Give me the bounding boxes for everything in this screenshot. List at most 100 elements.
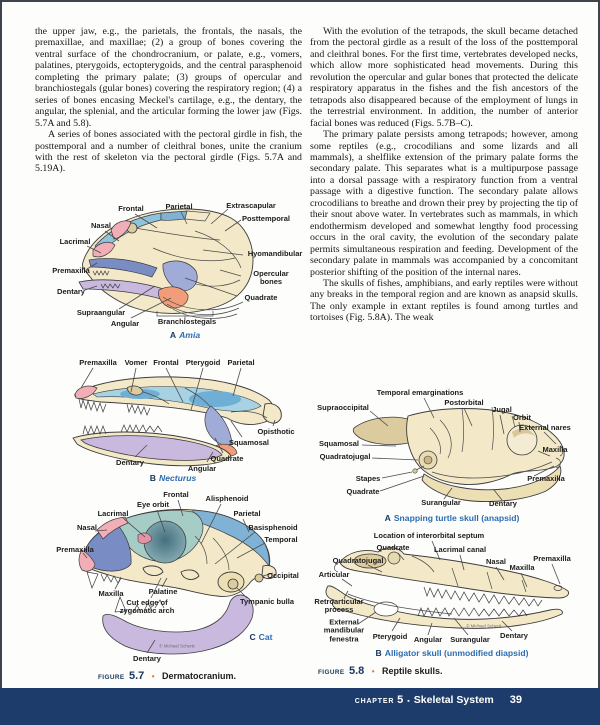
label-nasal: Nasal [485,556,507,566]
label-squamosal: Squamosal [318,438,360,448]
body-paragraph: A series of bones associated with the pe… [35,129,302,175]
amia-skull-drawing [78,208,254,320]
label-frontal: Frontal [163,489,189,499]
label-pterygoid: Pterygoid [372,631,408,641]
body-paragraph: the upper jaw, e.g., the parietals, the … [35,26,302,129]
label-dentary: Dentary [57,286,85,296]
label-quadratojugal: Quadratojugal [332,555,384,565]
label-interorbital-septum: Location of interorbital septum [373,530,485,540]
label-articular: Articular [318,569,350,579]
footer-separator-icon: ▪ [407,698,410,705]
cat-leader-lines [82,499,274,654]
label-quadrate: Quadrate [346,486,380,496]
illustrator-credit: © Michael Schenk [466,623,502,629]
label-lacrimal-canal: Lacrimal canal [433,544,487,554]
caption-bullet-icon: • [371,667,375,676]
figure-5-8-caption: FIGURE 5.8 • Reptile skulls. [318,665,443,677]
alligator-skull-drawing [325,540,569,636]
label-posttemporal: Posttemporal [242,213,290,223]
turtle-leader-lines [361,397,557,501]
label-nasal: Nasal [76,522,98,532]
footer-section-title: Skeletal System [413,694,494,706]
label-premaxilla: Premaxilla [52,265,90,275]
right-text-column: With the evolution of the tetrapods, the… [310,26,578,324]
label-lacrimal: Lacrimal [97,508,129,518]
label-parietal: Parietal [227,357,255,367]
label-supraoccipital: Supraoccipital [317,402,369,412]
label-premaxilla: Premaxilla [533,553,571,563]
label-maxilla: Maxilla [542,444,568,454]
label-angular: Angular [187,463,217,473]
label-orbit: Orbit [513,412,531,422]
label-nasal: Nasal [90,220,112,230]
label-dentary: Dentary [489,498,517,508]
label-parietal: Parietal [165,201,193,211]
label-alisphenoid: Alisphenoid [205,493,249,503]
body-paragraph: The primary palate persists among tetrap… [310,129,578,278]
cat-skull-drawing [78,499,277,655]
label-supraangular: Supraangular [76,307,126,317]
caption-bullet-icon: • [151,672,155,681]
label-opisthotic: Opisthotic [257,426,295,436]
label-quadrate: Quadrate [210,453,244,463]
footer-page-number: 39 [509,694,522,706]
figure-5-7-caption: FIGURE 5.7 • Dermatocranium. [98,670,237,682]
label-premaxilla: Premaxilla [56,544,94,554]
label-premaxilla: Premaxilla [527,473,565,483]
footer-bar: CHAPTER 5 ▪ Skeletal System 39 [0,688,600,725]
label-stapes: Stapes [355,473,381,483]
label-lacrimal: Lacrimal [59,236,91,246]
page-edge-left [0,0,2,725]
footer-chapter-number: 5 [397,694,404,706]
necturus-leader-lines [80,367,276,463]
label-parietal: Parietal [233,508,261,518]
footer-chapter-word: CHAPTER [354,698,395,705]
label-quadrate: Quadrate [244,292,278,302]
left-text-column: the upper jaw, e.g., the parietals, the … [35,26,302,175]
label-surangular: Surangular [450,634,490,644]
label-quadratojugal: Quadratojugal [319,451,371,461]
label-branchiostegals: Branchiostegals [157,316,217,326]
label-dentary: Dentary [500,630,528,640]
label-frontal: Frontal [118,203,144,213]
label-external-nares: External nares [519,422,571,432]
label-surangular: Surangular [421,497,461,507]
label-occipital: Occipital [267,570,299,580]
label-eye-orbit: Eye orbit [136,499,170,509]
label-hyomandibular: Hyomandibular [247,248,303,258]
body-paragraph: The skulls of fishes, amphibians, and ea… [310,277,578,324]
label-angular: Angular [110,318,140,328]
label-palatine: Palatine [148,586,178,596]
label-external-mandibular-fenestra: External mandibular fenestra [323,617,365,644]
label-angular: Angular [413,634,443,644]
label-postorbital: Postorbital [444,397,484,407]
label-squamosal: Squamosal [228,437,270,447]
label-tympanic-bulla: Tympanic bulla [239,596,295,606]
label-jugal: Jugal [492,404,512,414]
label-temporal-emarginations: Temporal emarginations [376,387,464,397]
label-extrascapular: Extrascapular [226,200,276,210]
label-maxilla: Maxilla [98,588,124,598]
label-retroarticular-process: Retroarticular process [314,596,364,614]
label-zygomatic-cut: Cut edge of zygomatic arch [119,597,175,615]
figure-5-8b-alligator-skull: Location of interorbital septum Quadrate… [312,530,588,660]
page-edge-top [0,0,600,2]
page-edge-right [598,0,600,725]
label-pterygoid: Pterygoid [185,357,221,367]
label-premaxilla: Premaxilla [79,357,117,367]
amia-leader-lines [84,208,244,319]
label-dentary: Dentary [133,653,161,663]
figure-5-7b-necturus-skull: Premaxilla Vomer Frontal Pterygoid Parie… [35,342,307,486]
alligator-leader-lines [341,540,561,636]
label-quadrate: Quadrate [376,542,410,552]
body-paragraph: With the evolution of the tetrapods, the… [310,26,578,129]
figure-5-7c-cat-skull: Frontal Eye orbit Alisphenoid Lacrimal P… [35,486,307,666]
footer-running-head: CHAPTER 5 ▪ Skeletal System 39 [355,694,522,706]
illustrator-credit: © Michael Schenk [159,643,195,649]
